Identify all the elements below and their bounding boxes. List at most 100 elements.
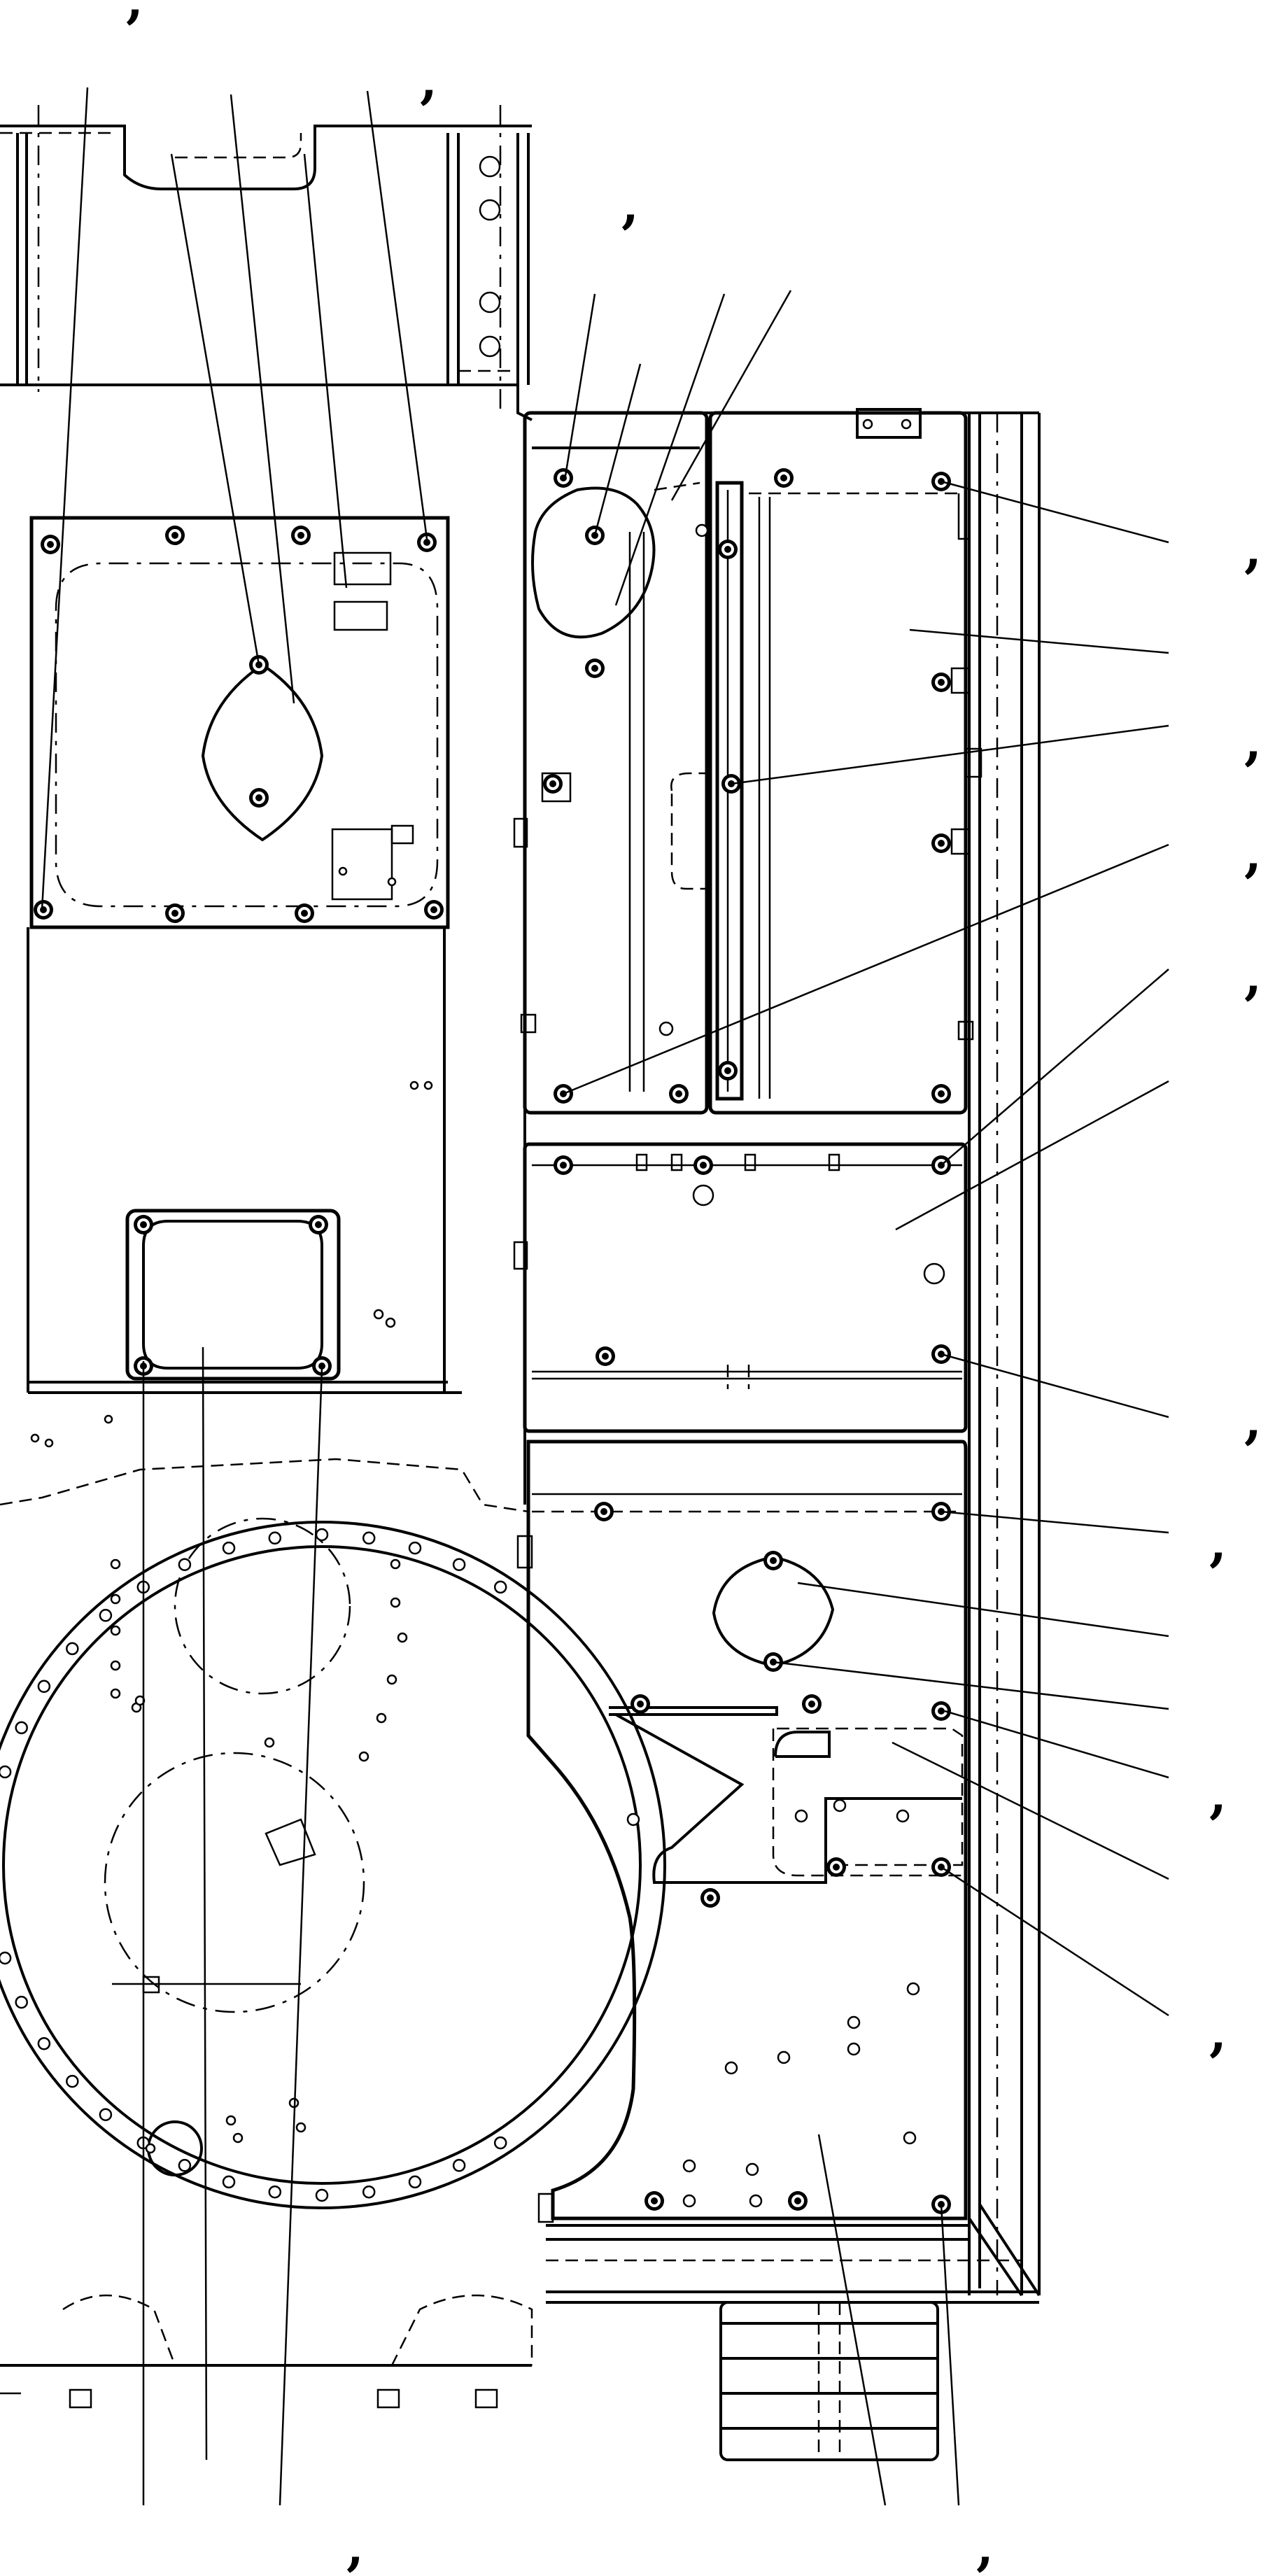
bolt-head-core xyxy=(724,546,731,553)
turntable-hole xyxy=(358,1751,369,1762)
turntable-hole xyxy=(110,1593,121,1605)
bolt-head-core xyxy=(833,1864,840,1871)
upper-cover-plate xyxy=(29,516,450,929)
turntable-hole xyxy=(362,2185,376,2199)
panel-hole xyxy=(906,1982,920,1996)
callout-mark-right-3: , xyxy=(1244,824,1261,883)
bolt-head xyxy=(669,1084,689,1104)
turntable-hole xyxy=(66,2074,79,2088)
bolt-head-core xyxy=(315,1221,322,1228)
bolt-head xyxy=(554,1155,573,1175)
turntable-hole xyxy=(408,1541,422,1555)
turntable-hole xyxy=(0,1951,12,1965)
panel-hole xyxy=(749,2194,763,2208)
bolt-head-core xyxy=(700,1162,707,1169)
bolt-head-core xyxy=(40,906,47,913)
turntable-hole xyxy=(452,2159,466,2172)
bolt-head-core xyxy=(770,1557,777,1564)
bolt-head-core xyxy=(47,541,54,548)
bolt-head-core xyxy=(430,906,437,913)
bolt-head-core xyxy=(297,532,304,539)
turntable-hole xyxy=(99,2108,113,2121)
callout-mark-right-1: , xyxy=(1244,519,1261,579)
bolt-head xyxy=(295,903,314,923)
bolt-head-core xyxy=(560,1162,567,1169)
bolt-head-core xyxy=(938,1708,945,1715)
bolt-head-core xyxy=(602,1353,609,1360)
bolt-head-core xyxy=(171,532,178,539)
turntable-hole xyxy=(37,2036,51,2050)
bolt-head xyxy=(165,903,185,923)
bolt-head xyxy=(718,540,738,559)
bolt-head-core xyxy=(591,665,598,672)
bolt-head-core xyxy=(794,2197,801,2204)
bolt-head-core xyxy=(780,474,787,481)
turntable-hole xyxy=(15,1995,28,2009)
bolt-heads xyxy=(34,468,951,2214)
bolt-head-core xyxy=(808,1701,815,1708)
turntable-hole xyxy=(0,1765,12,1779)
bolt-head-core xyxy=(938,840,945,847)
callout-mark-right-7: , xyxy=(1209,1765,1227,1824)
turntable-hole xyxy=(376,1712,387,1724)
bolt-head xyxy=(931,833,951,853)
turntable-hole xyxy=(110,1558,121,1570)
bolt-head xyxy=(594,1502,614,1521)
bolt-head-core xyxy=(707,1894,714,1901)
turntable-hole xyxy=(315,1528,329,1542)
turntable-hole xyxy=(264,1737,275,1748)
bolt-head xyxy=(291,526,311,545)
right-upper-panel-right xyxy=(670,411,982,1115)
bolt-head xyxy=(165,526,185,545)
turntable-hole xyxy=(386,1674,397,1685)
callout-mark-bottom-right: , xyxy=(976,2517,994,2576)
bolt-head-core xyxy=(651,2197,658,2204)
bolt-head xyxy=(774,468,794,488)
turntable-hole xyxy=(362,1531,376,1545)
bolt-head xyxy=(931,673,951,692)
bolt-head xyxy=(826,1857,846,1877)
turntable-hole xyxy=(66,1642,79,1656)
panel-hole xyxy=(847,2015,861,2029)
leader-lines xyxy=(41,87,1169,2506)
bolt-head xyxy=(309,1215,328,1234)
bolt-head xyxy=(554,468,573,488)
bolt-head-core xyxy=(301,910,308,917)
callout-mark-right-8: , xyxy=(1209,2003,1227,2062)
turntable-hole xyxy=(110,1625,121,1636)
small-square-cover xyxy=(125,1209,341,1381)
turntable-hole xyxy=(268,2185,282,2199)
panel-hole xyxy=(724,2061,738,2075)
callout-marks: , , , , , , , , , , , , , xyxy=(126,0,1261,2576)
bolt-head-core xyxy=(724,1067,731,1074)
left-column-body xyxy=(0,927,529,1513)
panel-hole xyxy=(682,2159,696,2173)
turntable-hole xyxy=(15,1721,28,1735)
bolt-head xyxy=(543,774,563,794)
panel-hole xyxy=(777,2050,791,2064)
bolt-head xyxy=(417,533,437,552)
upper-arm-body xyxy=(0,105,533,421)
turntable-hole xyxy=(390,1558,401,1570)
turntable-bolt-circle xyxy=(0,1528,507,2202)
bolt-head xyxy=(763,1551,783,1570)
callout-mark-top-left: , xyxy=(126,0,143,29)
bolt-head xyxy=(630,1694,650,1714)
callout-mark-top-center: , xyxy=(621,175,639,234)
bolt-head xyxy=(596,1346,615,1366)
bolt-head-core xyxy=(675,1090,682,1097)
turntable-hole xyxy=(493,2136,507,2150)
bolt-head-core xyxy=(549,780,556,787)
panel-hole xyxy=(626,1813,640,1827)
turntable-hole xyxy=(390,1597,401,1608)
bolt-head-core xyxy=(171,910,178,917)
bolt-head xyxy=(312,1356,332,1376)
bolt-head xyxy=(41,535,60,554)
right-lower-panel xyxy=(516,1440,968,2223)
turntable-hole xyxy=(315,2188,329,2202)
bolt-head-core xyxy=(938,1090,945,1097)
bolt-head-core xyxy=(423,539,430,546)
bolt-head xyxy=(424,900,444,920)
bolt-head xyxy=(249,788,269,808)
